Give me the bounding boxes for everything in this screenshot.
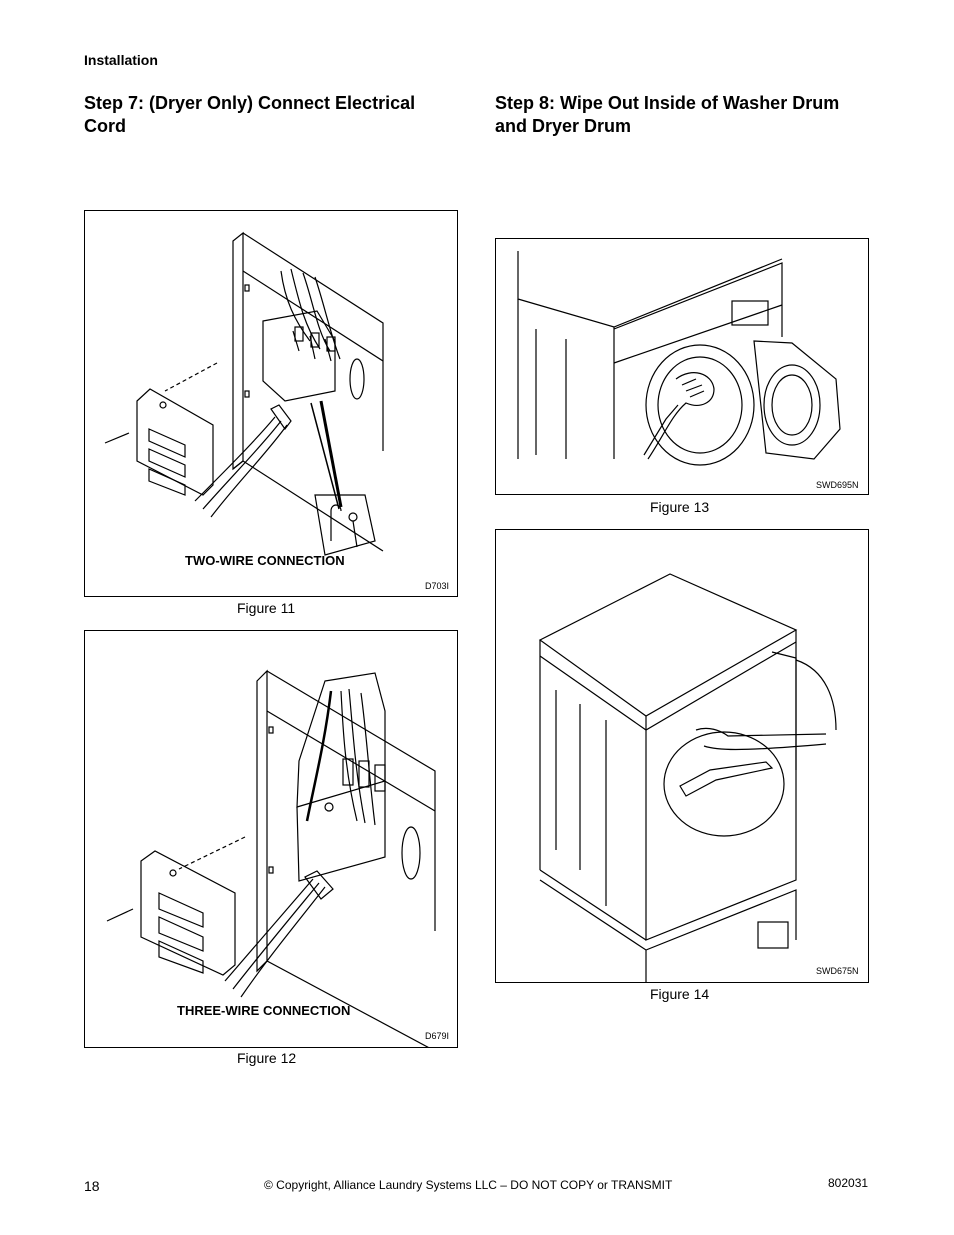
- document-number: 802031: [828, 1176, 869, 1190]
- figure-13-illustration: SWD695N: [495, 238, 869, 495]
- figure-14-caption: Figure 14: [650, 986, 710, 1002]
- figure-12-code: D679I: [425, 1031, 450, 1041]
- figure-11-caption: Figure 11: [237, 600, 296, 616]
- two-wire-connection-drawing: [104, 231, 384, 556]
- figure-13-caption: Figure 13: [650, 499, 710, 515]
- three-wire-connection-drawing: [106, 669, 436, 1047]
- figure-11-illustration: TWO-WIRE CONNECTION D703I: [84, 210, 458, 597]
- figure-11-code: D703I: [425, 581, 450, 591]
- figure-14-code: SWD675N: [816, 966, 859, 976]
- step-7-title: Step 7: (Dryer Only) Connect Electrical …: [84, 93, 416, 136]
- three-wire-connection-label: THREE-WIRE CONNECTION: [177, 1003, 351, 1018]
- figure-14-illustration: SWD675N: [495, 529, 869, 983]
- washer-drum-wipe-drawing: [517, 251, 841, 466]
- section-label: Installation: [84, 52, 158, 68]
- dryer-drum-wipe-drawing: [538, 573, 837, 982]
- step-8-title: Step 8: Wipe Out Inside of Washer Drum a…: [495, 93, 840, 136]
- figure-13-code: SWD695N: [816, 480, 859, 490]
- figure-12-caption: Figure 12: [237, 1050, 297, 1066]
- two-wire-connection-label: TWO-WIRE CONNECTION: [185, 553, 345, 568]
- page-number: 18: [84, 1178, 100, 1194]
- figure-12-illustration: THREE-WIRE CONNECTION D679I: [84, 630, 458, 1048]
- copyright-notice: © Copyright, Alliance Laundry Systems LL…: [264, 1178, 673, 1192]
